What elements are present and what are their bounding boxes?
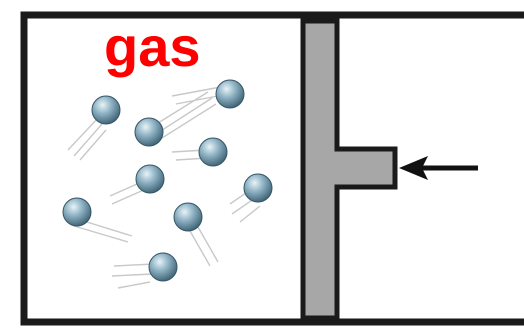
gas-particle (215, 79, 245, 109)
gas-label: gas (104, 15, 201, 78)
gas-particle (62, 197, 92, 227)
gas-particle (91, 95, 121, 125)
cylinder (20, 11, 524, 326)
gas-particle (243, 173, 273, 203)
gas-particles (62, 79, 273, 282)
gas-particle (148, 252, 178, 282)
gas-particle (134, 117, 164, 147)
gas-particle (135, 164, 165, 194)
piston (300, 18, 398, 321)
gas-particle (198, 137, 228, 167)
force-arrow (399, 156, 478, 180)
gas-particle (173, 202, 203, 232)
arrow-left-icon (399, 156, 428, 180)
